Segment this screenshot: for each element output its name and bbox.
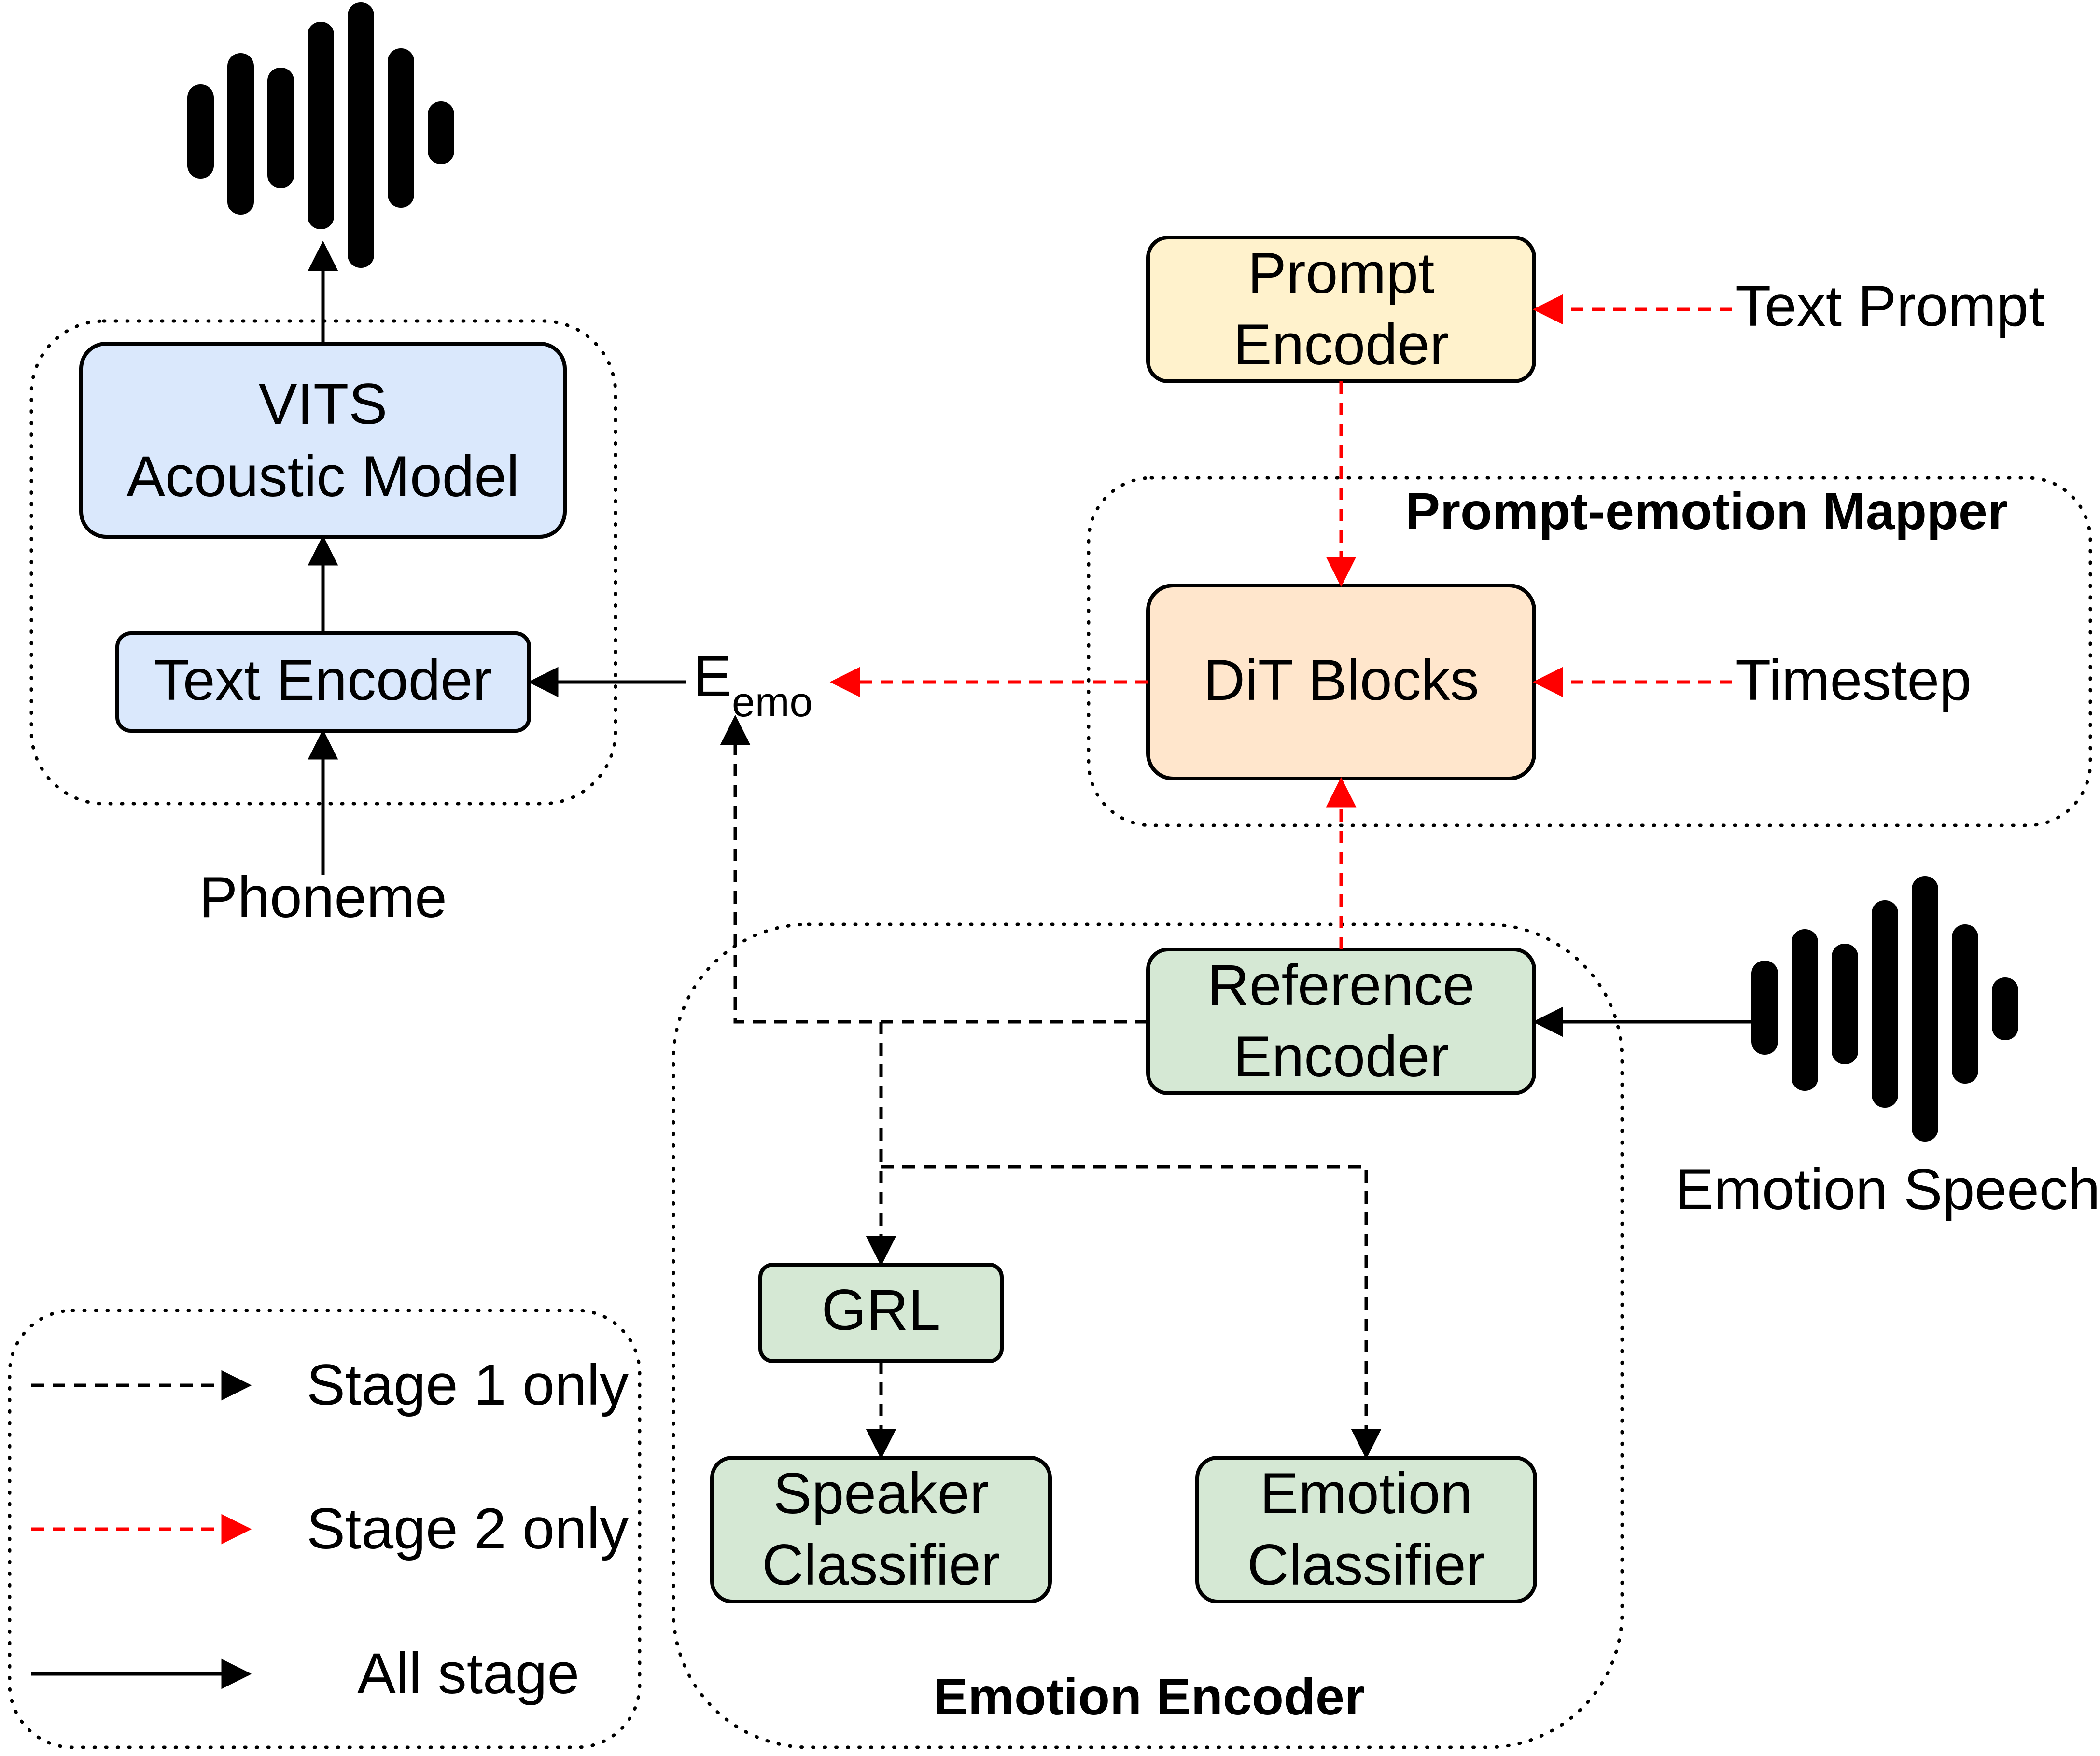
vits-acoustic-model-box: VITS Acoustic Model [79, 342, 567, 539]
reference-encoder-to-e-emo-arrow [720, 714, 1148, 1024]
timestep-label: Timestep [1736, 648, 1972, 712]
dit-blocks-label: DiT Blocks [1203, 648, 1479, 712]
emotion-classifier-label-line1: Emotion [1260, 1461, 1472, 1526]
vits-label-line1: VITS [259, 372, 388, 436]
speaker-classifier-label-line1: Speaker [773, 1461, 989, 1526]
legend: Stage 1 only Stage 2 only All stage [31, 1352, 629, 1706]
e-emo-subscript: emo [732, 679, 812, 725]
reference-encoder-label-line1: Reference [1207, 953, 1475, 1017]
legend-stage1-label: Stage 1 only [307, 1352, 629, 1417]
text-prompt-label: Text Prompt [1736, 274, 2044, 338]
grl-box: GRL [758, 1263, 1004, 1363]
reference-encoder-box: Reference Encoder [1146, 948, 1536, 1095]
emotion-classifier-label-line2: Classifier [1247, 1533, 1485, 1597]
emotion-speech-waveform-icon [1751, 876, 2018, 1142]
output-waveform-icon [187, 2, 454, 268]
vits-label-line2: Acoustic Model [126, 444, 519, 509]
speaker-classifier-label-line2: Classifier [762, 1533, 1000, 1597]
text-encoder-label: Text Encoder [154, 648, 492, 712]
prompt-encoder-label-line1: Prompt [1248, 241, 1435, 306]
emotion-encoder-title: Emotion Encoder [933, 1667, 1365, 1726]
dit-blocks-box: DiT Blocks [1146, 584, 1536, 780]
legend-all-label: All stage [357, 1641, 579, 1706]
e-emo-main: E [693, 644, 732, 709]
prompt-emotion-mapper-title: Prompt-emotion Mapper [1405, 482, 2008, 540]
phoneme-label: Phoneme [199, 865, 447, 930]
prompt-encoder-label-line2: Encoder [1233, 312, 1449, 377]
legend-stage2-label: Stage 2 only [307, 1496, 629, 1561]
emotion-encoder-boundary [672, 922, 1624, 1749]
e-emo-label: Eemo [693, 644, 812, 725]
emotion-classifier-box: Emotion Classifier [1195, 1456, 1537, 1603]
emotion-speech-label: Emotion Speech [1675, 1157, 2100, 1222]
speaker-classifier-box: Speaker Classifier [710, 1456, 1052, 1603]
grl-label: GRL [822, 1278, 941, 1342]
text-encoder-box: Text Encoder [115, 631, 531, 733]
prompt-encoder-box: Prompt Encoder [1146, 236, 1536, 383]
reference-encoder-label-line2: Encoder [1233, 1024, 1449, 1089]
legend-boundary [8, 1309, 642, 1749]
